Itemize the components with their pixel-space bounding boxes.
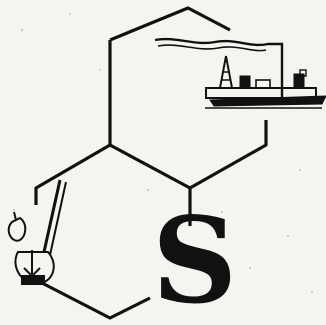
laboratory-flask-apparatus-icon (7, 179, 67, 286)
lower-hexagon-ring (34, 143, 192, 320)
pipeline (154, 37, 284, 100)
upper-hexagon-ring (108, 6, 268, 190)
emblem-letter: S (152, 191, 238, 325)
oil-rig-tanker-icon (205, 55, 326, 109)
paper-speckles (13, 13, 313, 293)
